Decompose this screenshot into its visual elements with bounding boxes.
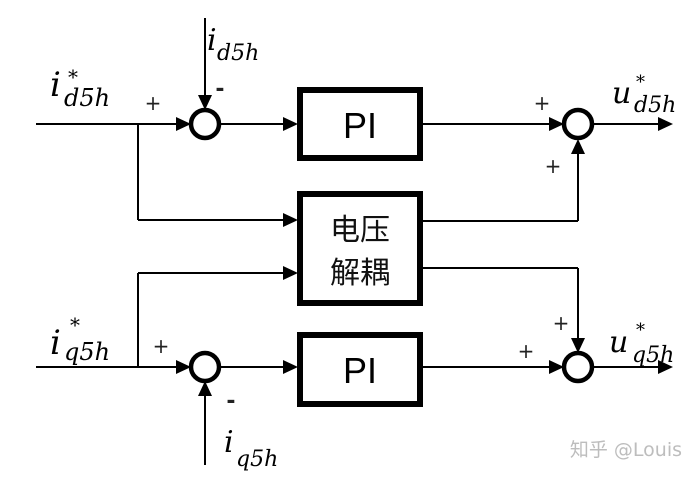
svg-text:d5h: d5h <box>217 41 259 66</box>
arrow-into-sum-q-right <box>549 360 564 374</box>
sign-q-left-fb: - <box>226 389 235 414</box>
arrow-into-sum-d-right <box>549 117 564 131</box>
svg-text:*: * <box>636 320 645 341</box>
svg-text:*: * <box>70 313 80 337</box>
arrow-ud-out <box>658 117 673 131</box>
summing-junction-q-right <box>561 350 595 384</box>
arrow-fb-d <box>198 95 212 110</box>
svg-text:u: u <box>612 76 631 111</box>
svg-text:q5h: q5h <box>64 338 110 366</box>
pi-block-d <box>297 87 423 161</box>
label-ud-out: u * d5h <box>612 72 676 118</box>
arrow-uq-out <box>658 360 673 374</box>
svg-text:d5h: d5h <box>64 84 110 112</box>
arrow-into-dec-bottom <box>283 266 298 280</box>
sign-d-right-pi: + <box>534 91 551 115</box>
sign-q-right-pi: + <box>518 339 535 363</box>
svg-text:d5h: d5h <box>634 93 676 118</box>
voltage-decoupling-block <box>297 191 423 306</box>
svg-text:u: u <box>609 325 628 360</box>
arrow-into-pi-q <box>283 360 298 374</box>
pi-d-label: PI <box>343 105 377 146</box>
arrow-into-dec-top <box>283 213 298 227</box>
watermark: 知乎 @Louis <box>570 439 682 461</box>
label-uq-out: u * q5h <box>609 320 674 368</box>
sign-q-left-ref: + <box>153 334 170 358</box>
label-id-ref: i * d5h <box>50 65 110 112</box>
sign-d-left-fb: - <box>215 77 224 102</box>
pi-block-q <box>297 332 423 407</box>
label-iq-ref: i * q5h <box>50 313 110 366</box>
sign-d-right-dec: + <box>545 154 562 178</box>
summing-junction-d-right <box>561 107 595 141</box>
label-iq-fb: i q5h <box>224 425 278 472</box>
svg-text:i: i <box>224 425 234 460</box>
label-id-fb: i d5h <box>207 23 259 66</box>
sign-q-right-dec: + <box>553 311 570 335</box>
decoupling-label-line1: 电压 <box>330 213 390 248</box>
svg-text:q5h: q5h <box>632 343 674 368</box>
pi-q-label: PI <box>343 350 377 391</box>
svg-text:*: * <box>636 72 645 93</box>
arrow-into-sum-q-left <box>176 360 191 374</box>
summing-junction-q-left <box>188 350 222 384</box>
summing-junction-d-left <box>188 107 222 141</box>
arrow-into-sum-d-left <box>176 117 191 131</box>
arrow-fb-q <box>198 381 212 396</box>
svg-text:*: * <box>68 65 78 89</box>
svg-text:i: i <box>50 323 61 363</box>
arrow-dec-into-sum-q <box>571 338 585 353</box>
decoupling-label-line2: 解耦 <box>330 256 390 291</box>
svg-text:i: i <box>50 65 61 105</box>
svg-text:q5h: q5h <box>236 447 278 472</box>
arrow-dec-into-sum-d <box>571 139 585 154</box>
sign-d-left-ref: + <box>145 91 162 115</box>
arrow-into-pi-d <box>283 117 298 131</box>
svg-text:i: i <box>207 23 217 58</box>
